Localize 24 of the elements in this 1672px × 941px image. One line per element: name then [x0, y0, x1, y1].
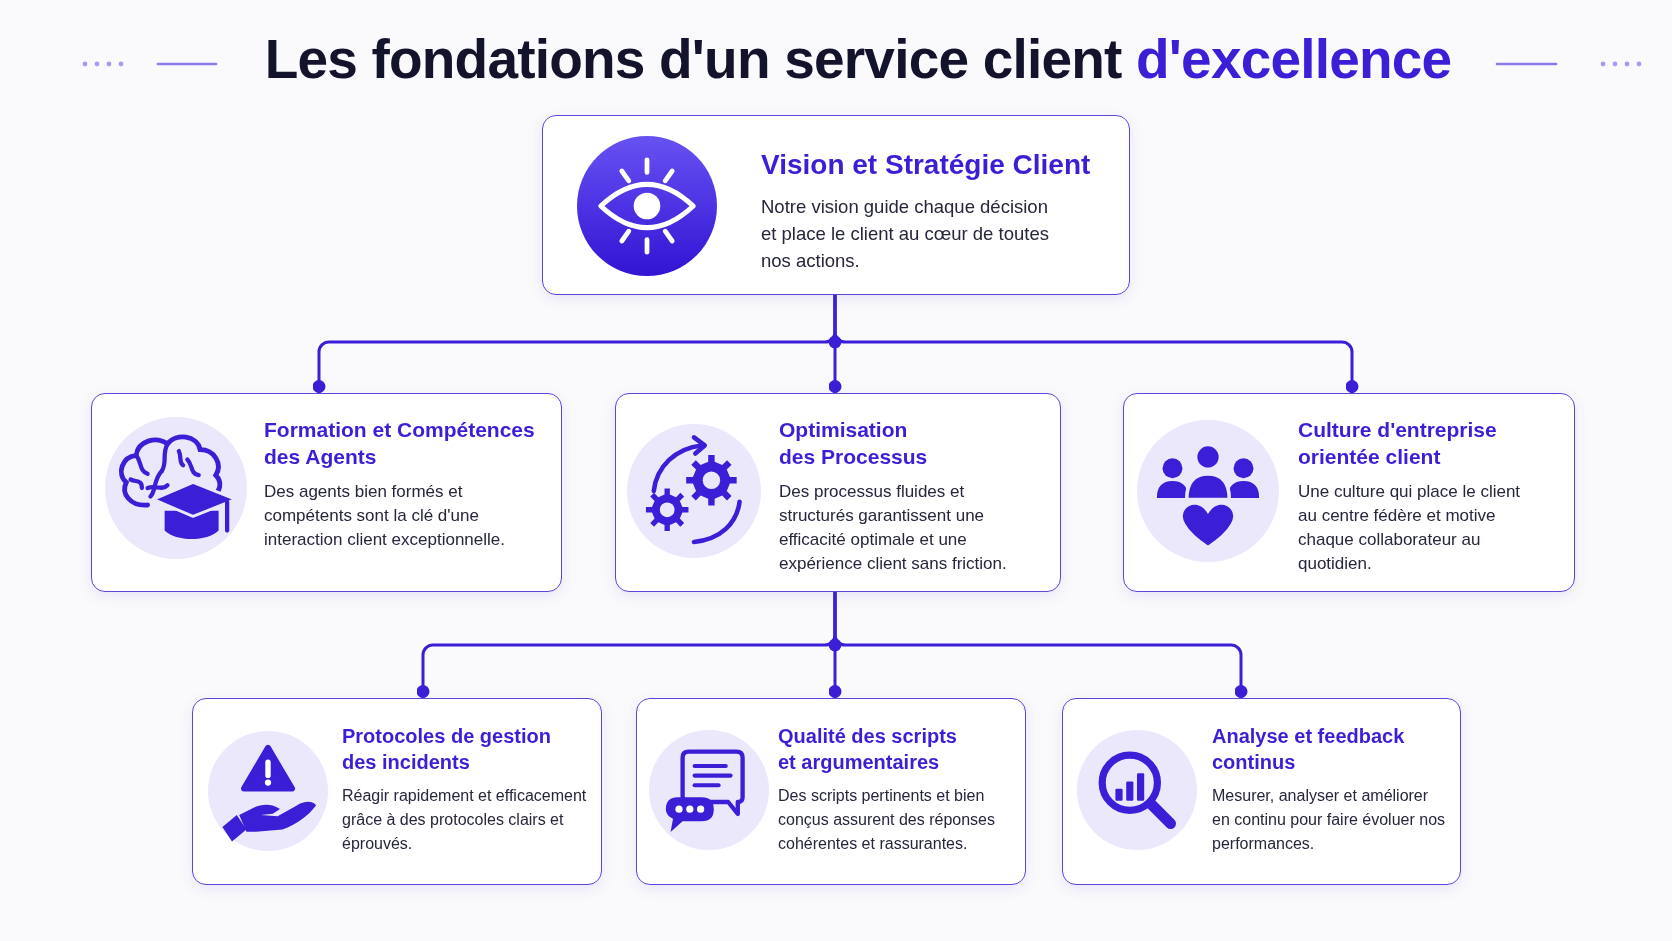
card-title: Analyse et feedback continus	[1212, 724, 1406, 775]
card-description: Des processus fluides et structurés garantissent une efficacité optimale et une expérience client sans friction.	[779, 480, 1008, 575]
card-title: Culture d'entreprise orientée client	[1298, 417, 1498, 470]
info-card	[91, 393, 562, 592]
connector-line	[833, 592, 1248, 698]
card-description: Mesurer, analyser et améliorer en continu pour faire évoluer nos performances.	[1212, 786, 1447, 855]
card-description: Notre vision guide chaque décision et place le client au cœur de toutes nos actions.	[761, 194, 1050, 273]
card-title: Protocoles de gestion des incidents	[342, 724, 552, 775]
card-title: Optimisation des Processus	[779, 417, 929, 470]
info-card	[1123, 393, 1575, 592]
info-card	[636, 698, 1026, 885]
card-description: Des scripts pertinents et bien conçus assurent des réponses cohérentes et rassurantes.	[778, 786, 996, 855]
connector-line	[833, 295, 1359, 393]
info-card	[192, 698, 602, 885]
card-title: Formation et Compétences des Agents	[264, 417, 536, 470]
card-description: Une culture qui place le client au centre fédère et motive chaque collaborateur au quotidien.	[1298, 480, 1522, 575]
info-card	[542, 115, 1130, 295]
info-card	[1062, 698, 1461, 885]
info-card	[615, 393, 1061, 592]
card-description: Des agents bien formés et compétents sont la clé d'une interaction client exceptionnelle.	[264, 480, 506, 551]
card-description: Réagir rapidement et efficacement grâce à des protocoles clairs et éprouvés.	[342, 786, 588, 855]
card-title: Qualité des scripts et argumentaires	[778, 724, 958, 775]
page-title: Les fondations d'un service client d'excellence	[264, 27, 1452, 92]
card-title: Vision et Stratégie Client	[761, 148, 1092, 182]
